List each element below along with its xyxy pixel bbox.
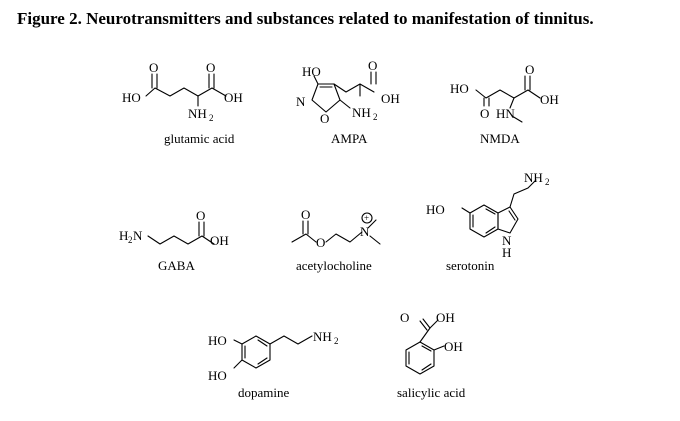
atom-label: OH [210,233,229,248]
atom-subscript: 2 [128,235,133,245]
atom-label: NH [188,106,207,121]
atom-label: HO [122,90,141,105]
molecule-gaba: H 2 N O OH GABA [119,208,229,273]
atom-label: N [296,94,306,109]
atom-label: HN [496,106,515,121]
atom-subscript: 2 [334,336,339,346]
atom-label: HO [426,202,445,217]
atom-label: O [301,207,310,222]
atom-label: O [206,60,215,75]
atom-label: NH [524,170,543,185]
atom-label: OH [224,90,243,105]
molecule-name: GABA [158,258,195,273]
atom-label: O [525,62,534,77]
atom-label: O [316,235,325,250]
figure-title: Figure 2. Neurotransmitters and substanc… [17,9,594,28]
atom-subscript: 2 [373,112,378,122]
molecule-name: serotonin [446,258,495,273]
atom-label: O [320,111,329,126]
atom-label: OH [381,91,400,106]
molecule-acetylocholine: O O N + acetylocholine [291,207,381,273]
molecule-glutamic-acid: O O HO OH NH 2 glutamic acid [122,60,243,146]
molecule-ampa: HO O N O OH NH 2 AMPA [296,58,400,146]
molecule-salicylic-acid: O OH OH salicylic acid [397,310,466,400]
atom-label: OH [436,310,455,325]
atom-label: O [196,208,205,223]
atom-label: HO [208,368,227,383]
atom-label: HO [450,81,469,96]
molecule-name: NMDA [480,131,520,146]
atom-subscript: 2 [209,113,214,123]
atom-label: N [133,228,143,243]
atom-label: O [480,106,489,121]
atom-label: O [368,58,377,73]
atom-subscript: 2 [545,177,550,187]
atom-label: NH [352,105,371,120]
atom-label: O [149,60,158,75]
molecule-dopamine: HO HO NH 2 dopamine [208,329,339,400]
atom-label: N [360,224,370,239]
atom-label: N [502,233,512,248]
molecule-name: glutamic acid [164,131,235,146]
molecule-serotonin: HO NH 2 N H serotonin [426,170,550,273]
atom-label: OH [540,92,559,107]
charge-label: + [364,213,369,223]
molecule-name: salicylic acid [397,385,466,400]
molecule-name: acetylocholine [296,258,372,273]
atom-label: NH [313,329,332,344]
atom-label: H [119,228,128,243]
atom-label: HO [208,333,227,348]
atom-label: OH [444,339,463,354]
atom-label: O [400,310,409,325]
atom-label: H [502,245,511,260]
molecule-nmda: HO O O OH HN NMDA [450,62,559,146]
molecule-name: dopamine [238,385,289,400]
atom-label: HO [302,64,321,79]
molecule-name: AMPA [331,131,368,146]
